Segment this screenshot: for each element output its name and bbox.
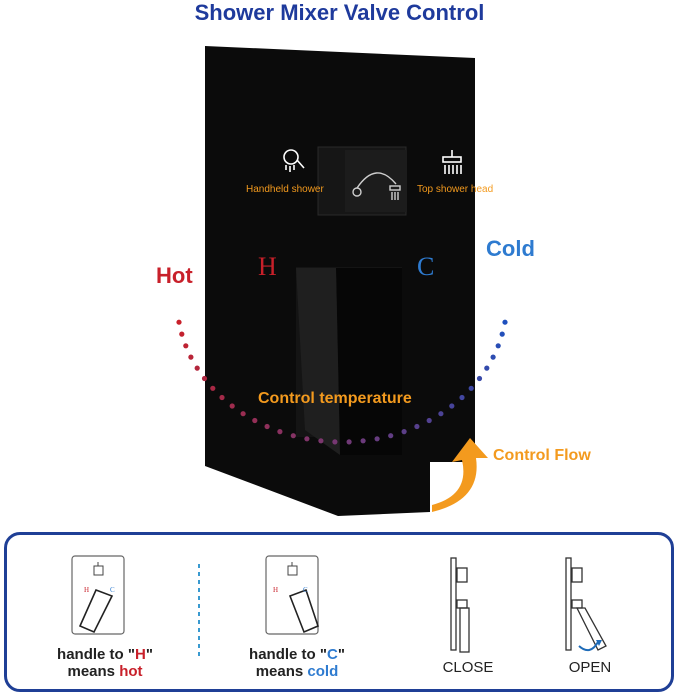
instruction-handle-h: handle to "H" means hot [40, 646, 170, 680]
arc-dot [277, 429, 283, 435]
arc-dot [194, 365, 200, 371]
arc-dot [176, 319, 182, 325]
instruction-c-line1-suffix: " [337, 646, 345, 663]
page-title: Shower Mixer Valve Control [194, 0, 485, 25]
arc-dot [229, 403, 235, 409]
arc-dot [210, 385, 216, 391]
arc-dot [360, 438, 366, 444]
arc-dot [318, 438, 324, 444]
diverter-face [345, 150, 407, 212]
arc-dot [374, 436, 380, 442]
h-letter-on-plate: H [258, 252, 277, 281]
arc-dot [484, 365, 490, 371]
top-shower-head-icon [442, 150, 462, 174]
mini-c-2: C [303, 586, 308, 594]
instruction-h-letter: H [134, 646, 146, 663]
instruction-handle-c: handle to "C" means cold [232, 646, 362, 680]
arc-dot [449, 403, 455, 409]
instruction-panel [4, 532, 674, 692]
curved-arrow-icon [432, 438, 488, 512]
instruction-h-line1-suffix: " [145, 646, 153, 663]
control-flow-label: Control Flow [493, 447, 591, 464]
control-temperature-label: Control temperature [258, 390, 412, 407]
mini-h-1: H [84, 586, 89, 594]
arc-dot [240, 411, 246, 417]
instruction-h-line1-prefix: handle to " [57, 646, 135, 663]
instruction-h-word: hot [119, 663, 143, 680]
close-label: CLOSE [442, 659, 494, 676]
arc-dot [346, 439, 352, 445]
arc-dot [459, 394, 465, 401]
open-label: OPEN [568, 659, 612, 676]
arc-dot [264, 423, 270, 430]
arc-dot [414, 423, 420, 430]
arc-dot [388, 433, 394, 439]
mini-c-1: C [110, 586, 115, 594]
c-letter-on-plate: C [417, 252, 435, 281]
arc-dot [179, 331, 185, 337]
diagram-handle-c [265, 555, 319, 635]
top-shower-head-label: Top shower head [417, 184, 494, 195]
diagram-close [450, 557, 470, 653]
arc-dot [290, 433, 296, 439]
arc-dot [304, 436, 310, 442]
arc-dot [495, 343, 501, 349]
instruction-c-letter: C [326, 646, 338, 663]
arc-dot [401, 429, 407, 435]
arc-dot [502, 319, 508, 325]
hot-label: Hot [156, 263, 193, 288]
arc-dot [332, 439, 338, 445]
arc-dot [438, 411, 444, 417]
instruction-c-word: cold [307, 663, 339, 680]
diagram-open [565, 557, 607, 651]
temperature-dotted-arc [176, 319, 508, 445]
arc-dot [426, 417, 432, 424]
arc-dot [201, 375, 208, 382]
arc-dot [499, 331, 505, 337]
diverter-icon [352, 172, 401, 200]
cold-label: Cold [486, 236, 535, 261]
arc-dot [476, 375, 483, 382]
instruction-c-line2-prefix: means [255, 663, 308, 680]
arc-dot [188, 354, 194, 360]
arc-dot [183, 343, 189, 349]
instruction-h-line2-prefix: means [67, 663, 120, 680]
open-arrow-icon [578, 641, 599, 652]
valve-handle [336, 268, 402, 455]
valve-illustration [176, 46, 508, 516]
arc-dot [219, 394, 225, 401]
handheld-shower-icon [283, 149, 305, 172]
arc-dot [252, 417, 258, 424]
arc-dot [468, 385, 474, 391]
handheld-shower-label: Handheld shower [246, 184, 324, 195]
diagram-handle-h [71, 555, 125, 635]
arc-dot [490, 354, 496, 360]
mini-h-2: H [273, 586, 278, 594]
instruction-c-line1-prefix: handle to " [249, 646, 327, 663]
